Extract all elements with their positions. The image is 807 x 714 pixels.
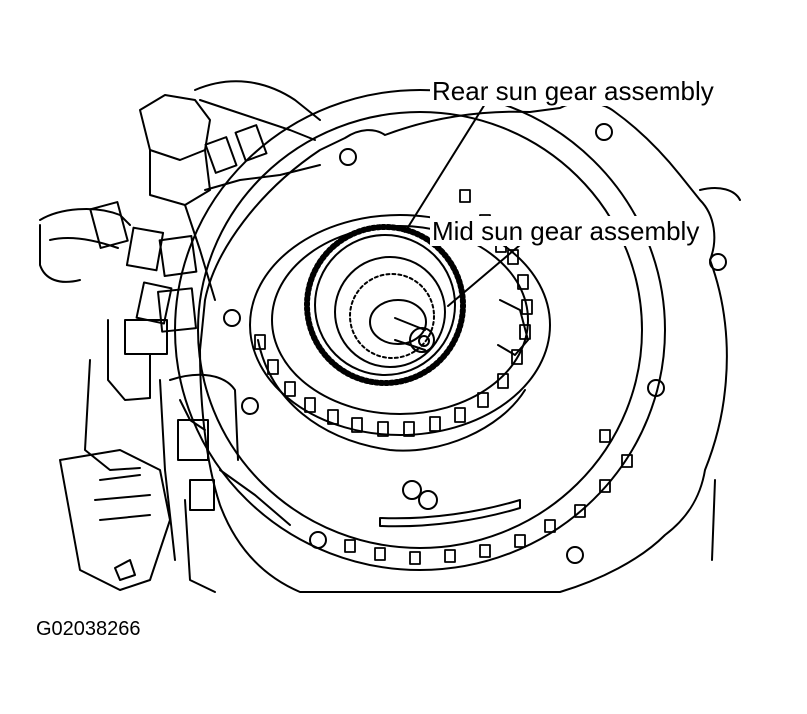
- rear-sun-gear-ring: [304, 224, 466, 386]
- rear-sun-gear-leader: [404, 103, 486, 233]
- boss-1: [402, 480, 422, 500]
- case-right-edge: [699, 187, 741, 561]
- mid-sun-gear-splines: [349, 273, 435, 359]
- valve-body-left: [39, 80, 321, 593]
- flange-bolt-holes: [223, 123, 727, 564]
- case-right-tab: [497, 299, 529, 356]
- shaft-end-center: [418, 335, 430, 347]
- mid-sun-gear-outer: [334, 256, 446, 368]
- case-flange-outline: [199, 101, 728, 593]
- clutch-drum-outer: [249, 214, 551, 436]
- input-shaft: [369, 299, 427, 345]
- mid-sun-gear-leader: [447, 244, 521, 307]
- case-bore-inner: [197, 111, 643, 549]
- rear-sun-gear-label: Rear sun gear assembly: [430, 76, 716, 106]
- boss-2: [418, 490, 438, 510]
- clutch-drum-teeth: [254, 249, 533, 437]
- lower-slot: [379, 499, 521, 528]
- figure-id: G02038266: [36, 618, 141, 640]
- rear-sun-gear-inner: [314, 234, 456, 376]
- shaft-end: [409, 327, 435, 353]
- rim-ports: [344, 189, 633, 565]
- bore-inner-arc: [257, 339, 526, 452]
- mid-sun-gear-label: Mid sun gear assembly: [430, 216, 702, 246]
